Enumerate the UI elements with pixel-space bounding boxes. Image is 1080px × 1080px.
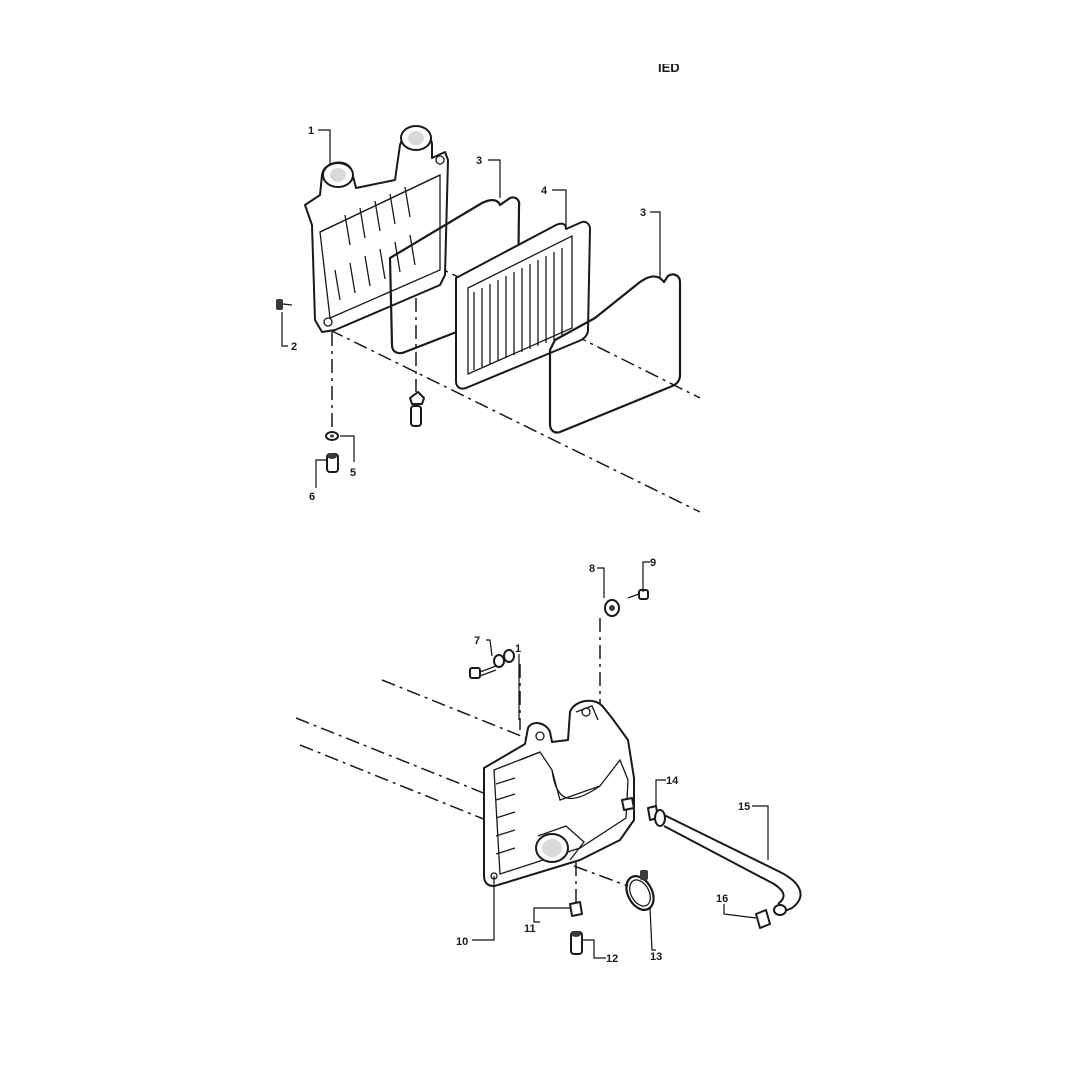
header-fragment: IED [658,60,680,75]
drain-plug [570,931,583,955]
drain-fitting [569,901,583,917]
assembly-axis [381,679,537,743]
grommet [604,599,620,617]
air-filter-cover [304,125,449,333]
callout-5: 5 [350,467,356,479]
bottom-assembly: 7 1 8 9 10 11 12 13 14 15 16 [295,557,802,965]
screw [276,299,293,310]
assembly-axis [573,865,629,887]
assembly-axis [299,744,487,821]
gasket-right [548,273,682,434]
bolt [627,589,649,600]
assembly-axis [295,717,497,799]
callout-10: 10 [456,936,468,948]
washer [493,649,515,668]
callout-15: 15 [738,801,750,813]
top-assembly: 1 2 3 4 3 5 6 [276,125,701,513]
air-filter-element [455,220,591,390]
callout-16: 16 [716,893,728,905]
callout-14: 14 [666,775,679,787]
callout-4: 4 [541,185,548,197]
plug [409,391,425,427]
hose-clamp [625,870,655,911]
callout-9: 9 [650,557,656,569]
assembly-axis [329,329,701,513]
air-filter-housing [483,699,635,887]
callout-11: 11 [524,923,536,935]
callout-1: 1 [515,643,521,655]
callout-7: 7 [474,635,480,647]
hose-clip [755,909,771,929]
washer [325,431,339,441]
callout-8: 8 [589,563,595,575]
callout-6: 6 [309,491,315,503]
callout-2: 2 [291,341,297,353]
drain-plug [326,453,339,473]
breather-hose [654,809,802,916]
bolt [469,665,497,679]
callout-3: 3 [476,155,482,167]
callout-12: 12 [606,953,618,965]
callout-13: 13 [650,951,662,963]
callout-1: 1 [308,125,314,137]
callout-3: 3 [640,207,646,219]
